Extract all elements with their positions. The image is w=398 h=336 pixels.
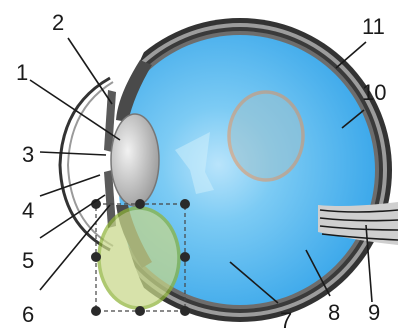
label-2: 2 xyxy=(52,10,64,35)
label-11: 11 xyxy=(362,14,385,39)
label-4: 4 xyxy=(22,198,34,223)
handle-left[interactable] xyxy=(91,252,101,262)
lens xyxy=(111,114,159,206)
label-6: 6 xyxy=(22,302,34,327)
handle-bottom-right[interactable] xyxy=(180,306,190,316)
label-1: 1 xyxy=(16,60,28,85)
selection-ellipse[interactable] xyxy=(99,208,179,308)
handle-top-right[interactable] xyxy=(180,199,190,209)
label-10: 10 xyxy=(362,80,386,105)
label-7: 7 xyxy=(280,308,292,333)
handle-bottom[interactable] xyxy=(135,306,145,316)
label-9: 9 xyxy=(368,300,380,325)
macula-highlight xyxy=(229,92,303,180)
label-3: 3 xyxy=(22,142,34,167)
handle-bottom-left[interactable] xyxy=(91,306,101,316)
handle-top[interactable] xyxy=(135,199,145,209)
label-5: 5 xyxy=(22,248,34,273)
handle-right[interactable] xyxy=(180,252,190,262)
label-8: 8 xyxy=(328,300,340,325)
